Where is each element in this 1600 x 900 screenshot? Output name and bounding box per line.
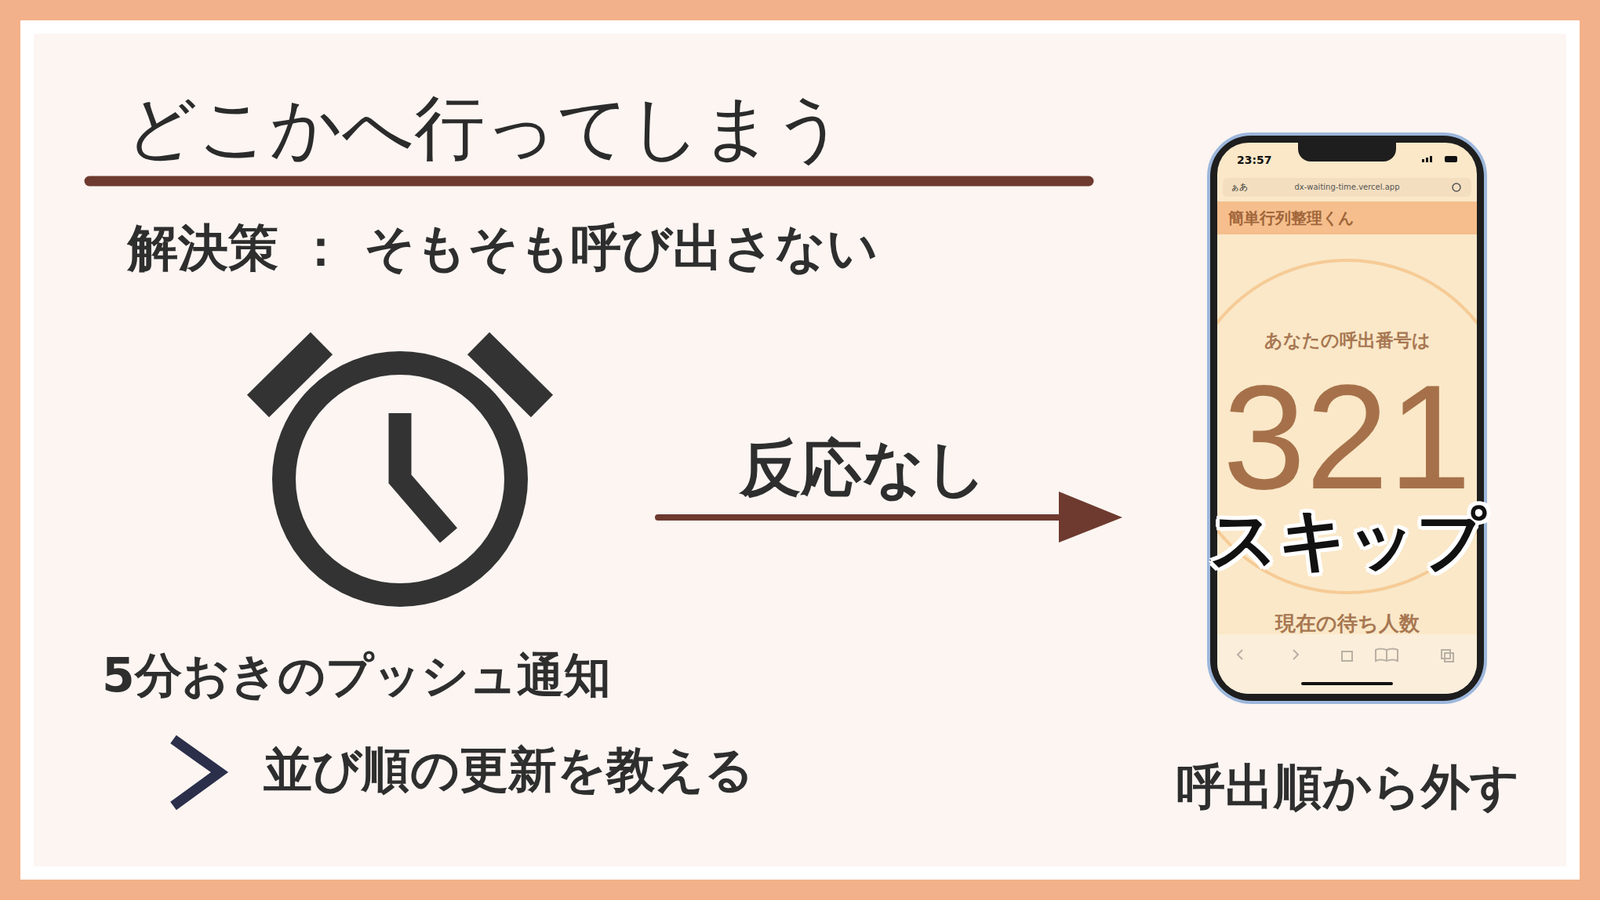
title-underline: [89, 176, 1089, 187]
solution-text: 解決策 ： そもそも呼び出さない: [127, 218, 879, 279]
app-title: 簡単行列整理くん: [1228, 208, 1354, 228]
chevron-bullet: [173, 739, 220, 807]
skip-overlay: スキップ: [1209, 499, 1486, 581]
text-size-button: ぁあ: [1230, 181, 1248, 193]
url-text: dx-waiting-time.vercel.app: [1294, 182, 1400, 193]
bullet-text: 並び順の更新を教える: [263, 741, 754, 800]
slide-title: どこかへ行ってしまう: [125, 85, 846, 171]
call-number: 321: [1222, 362, 1472, 512]
arrow-label: 反応なし: [739, 432, 988, 506]
waiting-count-caption: 現在の待ち人数: [1275, 611, 1420, 637]
number-caption: あなたの呼出番号は: [1264, 330, 1431, 353]
push-notice-text: 5分おきのプッシュ通知: [101, 647, 611, 704]
status-time: 23:57: [1236, 153, 1273, 168]
alarm-clock-icon: [258, 343, 542, 596]
phone-caption: 呼出順から外す: [1176, 758, 1520, 817]
phone-mockup: 23:57 ぁあ dx-waiting-time.vercel.app あなたの呼出番…: [1207, 132, 1488, 705]
app-header-band: 簡単行列整理くん: [1217, 201, 1477, 235]
